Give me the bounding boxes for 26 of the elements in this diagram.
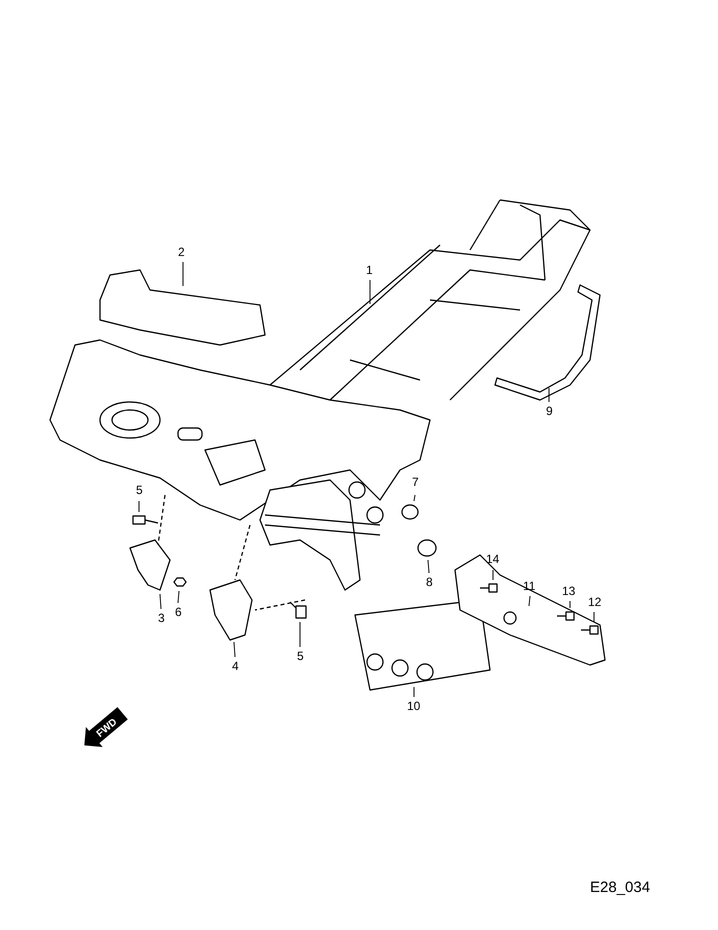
- callout-number: 9: [546, 405, 553, 417]
- figure-code: E28_034: [590, 880, 650, 896]
- leader-line: [138, 500, 140, 512]
- callout-number: 12: [588, 596, 602, 608]
- leader-line: [160, 594, 162, 610]
- leader-line: [528, 596, 530, 606]
- callout-number: 10: [407, 700, 420, 712]
- leader-line: [182, 262, 184, 286]
- leader-line: [414, 494, 416, 502]
- callout-number: 3: [158, 612, 165, 624]
- callout-number: 8: [426, 576, 433, 588]
- callout-number: 11: [523, 580, 536, 592]
- callout-number: 5: [297, 650, 304, 662]
- leader-line: [428, 560, 430, 574]
- callout-number: 5: [136, 484, 143, 496]
- callout-number: 6: [175, 606, 182, 618]
- callout-number: 13: [562, 585, 576, 597]
- callout-number: 1: [366, 264, 373, 276]
- leader-line: [548, 388, 550, 402]
- callout-number: 4: [232, 660, 239, 672]
- callout-number: 7: [412, 476, 419, 488]
- leader-line: [234, 642, 236, 658]
- leader-line: [178, 590, 180, 604]
- leader-line: [492, 570, 494, 580]
- callout-number: 2: [178, 246, 185, 258]
- callout-number: 14: [486, 553, 500, 565]
